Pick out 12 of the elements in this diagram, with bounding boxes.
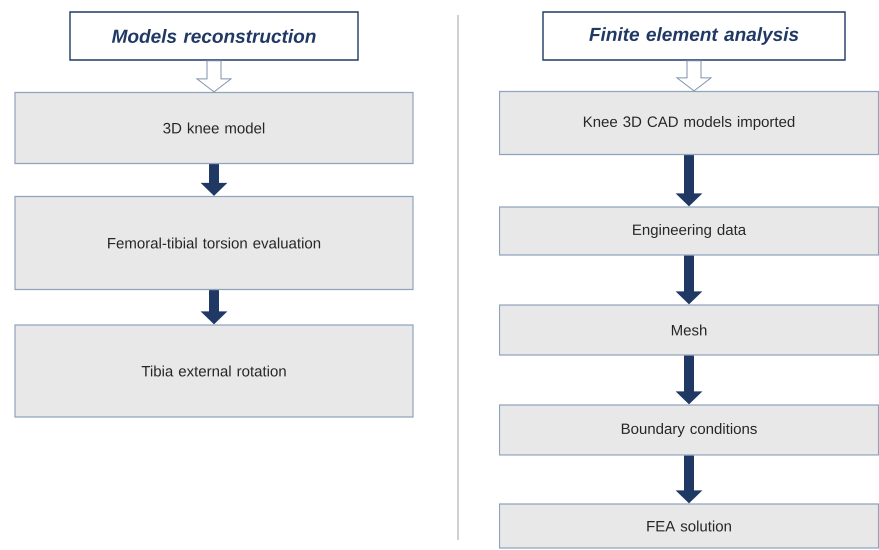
process-box: Femoral-tibial torsion evaluation [14,196,414,290]
hollow-arrow [676,60,712,92]
process-box: Mesh [498,304,879,356]
heading-box: Models reconstruction [69,11,359,61]
process-box: FEA solution [498,503,879,549]
process-box: Engineering data [498,206,879,256]
process-box: Boundary conditions [498,404,879,456]
process-box: Tibia external rotation [14,324,414,418]
hollow-arrow [196,60,232,93]
process-box: Knee 3D CAD models imported [498,90,879,156]
heading-box: Finite element analysis [542,11,846,61]
process-box: 3D knee model [14,92,414,164]
